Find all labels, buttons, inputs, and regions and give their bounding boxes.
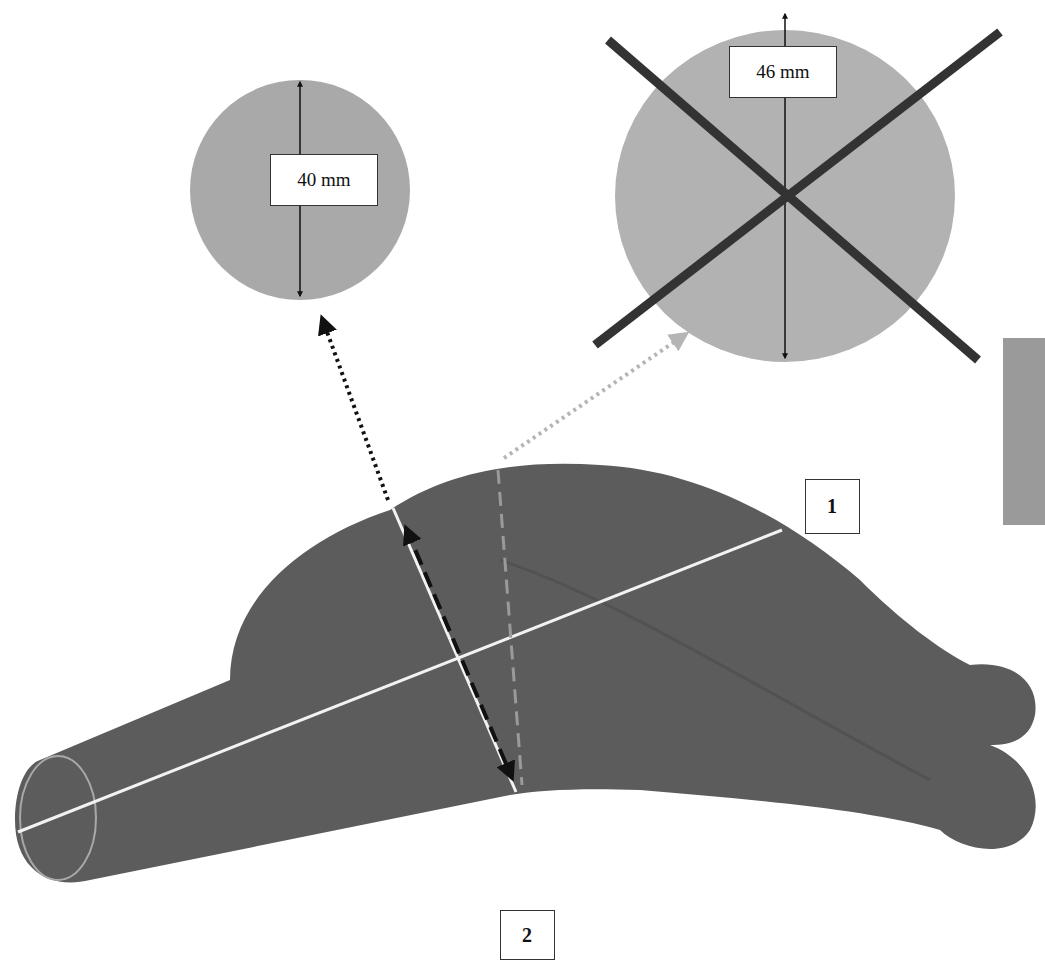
- long-axis: [18, 530, 782, 832]
- diameter-arrow: [299, 82, 301, 296]
- short-axis: [393, 508, 516, 792]
- dimension-label: 46 mm: [729, 46, 836, 98]
- callout-number: 2: [522, 924, 532, 947]
- measured-diameter: [406, 528, 512, 778]
- organ-body: [15, 464, 1036, 883]
- dimension-label: 40 mm: [270, 154, 377, 206]
- callout-number: 1: [827, 495, 837, 518]
- leader-arrow: [504, 334, 686, 458]
- cross-out-line: [595, 32, 1000, 345]
- callout-box: 2: [500, 910, 555, 960]
- organ-fold: [500, 560, 930, 780]
- tube-opening: [20, 756, 96, 880]
- diameter-arrow: [784, 14, 786, 358]
- side-tab: [1003, 338, 1045, 525]
- wrong-diameter: [498, 470, 522, 785]
- circle-fill: [190, 80, 410, 300]
- leader-arrow: [322, 318, 388, 500]
- callout-box: 1: [805, 479, 860, 534]
